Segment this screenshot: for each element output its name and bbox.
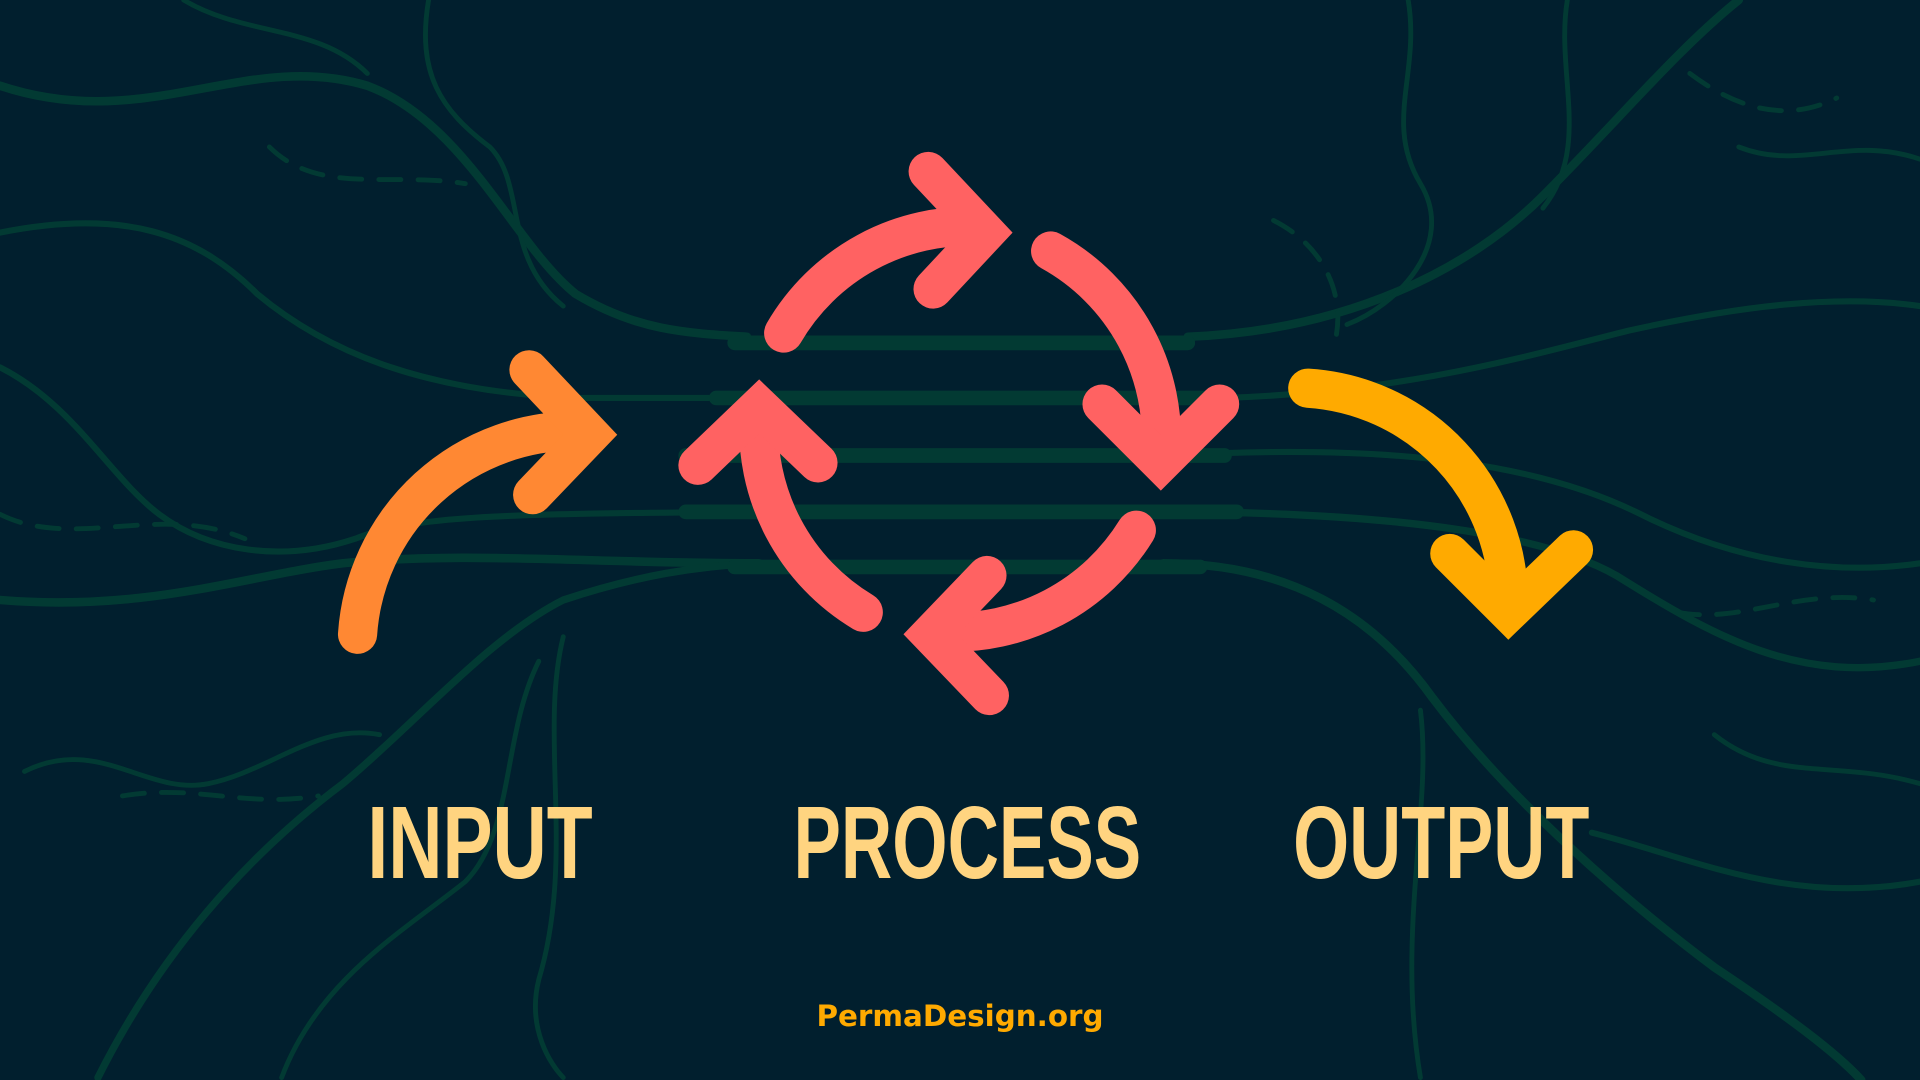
- credit-text: PermaDesign.org: [816, 999, 1103, 1033]
- input-arrow-icon: [337, 350, 618, 654]
- process-label: PROCESS: [793, 785, 1141, 900]
- process-cycle-icon: [678, 151, 1240, 716]
- output-arrow-icon: [1288, 368, 1594, 640]
- input-label: INPUT: [367, 785, 592, 900]
- output-label: OUTPUT: [1293, 785, 1589, 900]
